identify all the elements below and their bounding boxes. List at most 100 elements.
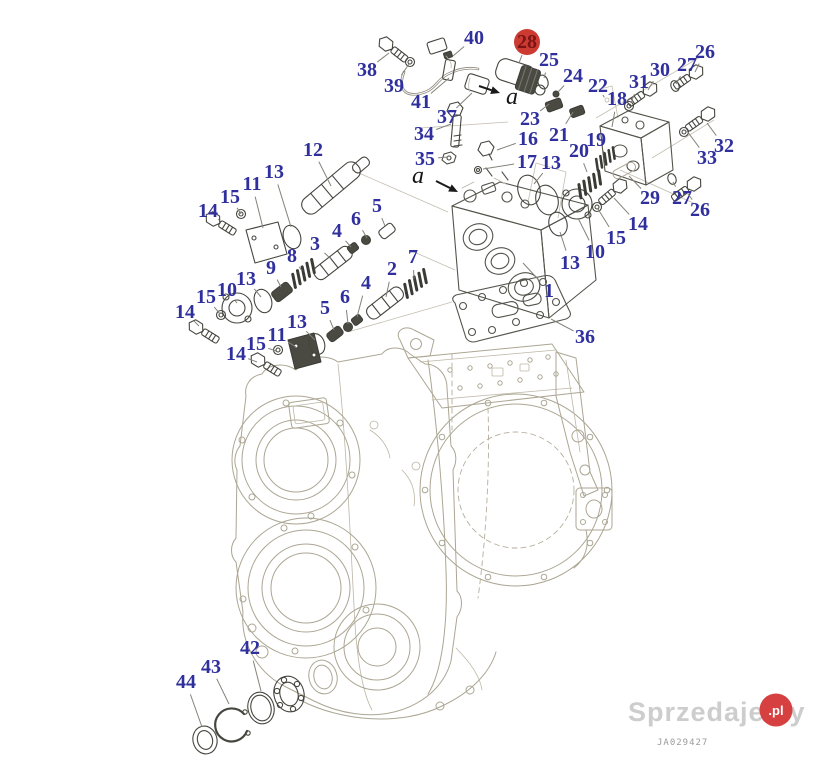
callout-27: 27 xyxy=(677,54,697,76)
callout-13: 13 xyxy=(541,152,561,174)
ball-bearing xyxy=(273,675,305,713)
callout-38: 38 xyxy=(357,59,377,81)
callout-4: 4 xyxy=(332,220,342,242)
callout-16: 16 xyxy=(518,128,538,150)
bolt-38 xyxy=(375,33,411,66)
callout-leader-line xyxy=(694,63,700,73)
callout-7: 7 xyxy=(408,246,418,268)
callout-leader-line xyxy=(247,358,258,363)
cover-plate-11-a xyxy=(245,221,288,264)
callout-leader-line xyxy=(672,181,677,187)
flange-10-right xyxy=(561,188,593,220)
cover-plate-11-c xyxy=(287,332,322,370)
spool-row-upper xyxy=(202,156,371,264)
plug-5-b xyxy=(326,325,344,343)
callout-9: 9 xyxy=(266,257,276,279)
callout-40: 40 xyxy=(464,27,484,49)
reference-arrow-line xyxy=(435,180,451,189)
reference-arrow-line xyxy=(478,85,492,92)
callout-leader-line xyxy=(686,130,700,148)
callout-leader-line xyxy=(577,217,590,241)
washer-15-right xyxy=(591,201,603,213)
callout-leader-line xyxy=(630,93,635,104)
bolt-34 xyxy=(446,101,464,148)
callout-leader-line xyxy=(539,103,550,112)
callout-leader-line xyxy=(583,162,588,173)
callout-15: 15 xyxy=(246,333,266,355)
callout-26: 26 xyxy=(695,41,715,63)
callout-leader-line xyxy=(298,266,303,272)
callout-leader-line xyxy=(287,341,297,348)
bolt-32 xyxy=(682,103,719,135)
callout-leader-line xyxy=(216,678,230,705)
fitting-21 xyxy=(569,104,586,119)
spacer-ring xyxy=(308,659,338,695)
callout-leader-line xyxy=(376,52,390,63)
reference-letter-a: a xyxy=(506,84,518,110)
callout-13: 13 xyxy=(287,311,307,333)
oring-13-b xyxy=(253,288,273,314)
valve-right-parts xyxy=(517,146,637,237)
callout-29: 29 xyxy=(640,187,660,209)
figure-code: JA029427 xyxy=(657,738,708,748)
callout-leader-line xyxy=(613,197,630,215)
callout-13: 13 xyxy=(560,252,580,274)
callout-28: 28 xyxy=(517,31,537,53)
spool-row-lower xyxy=(247,314,364,380)
callout-18: 18 xyxy=(607,88,627,110)
callout-44: 44 xyxy=(176,671,196,693)
control-valve-body-1 xyxy=(451,167,597,319)
construction-lines xyxy=(347,55,715,333)
callout-5: 5 xyxy=(372,195,382,217)
callout-leader-line xyxy=(706,122,717,136)
callout-leader-line xyxy=(385,281,390,298)
callout-leader-line xyxy=(236,207,242,215)
nut-35 xyxy=(441,151,457,165)
reference-letter-a: a xyxy=(412,163,424,189)
callout-27: 27 xyxy=(672,187,692,209)
callout-35: 35 xyxy=(415,148,435,170)
callout-leader-line xyxy=(550,318,574,332)
piece-4-a xyxy=(346,242,360,254)
solenoid-valve-28 xyxy=(495,58,546,96)
callout-leader-line xyxy=(252,660,262,692)
callout-leader-line xyxy=(611,111,616,128)
bearing-stack xyxy=(192,659,338,755)
plug-23 xyxy=(544,97,564,113)
valve-top-small-parts xyxy=(441,74,610,175)
valve-spool-12 xyxy=(301,156,371,215)
callout-10: 10 xyxy=(217,279,237,301)
pin-29 xyxy=(612,161,637,180)
callout-34: 34 xyxy=(414,123,434,145)
callout-12: 12 xyxy=(303,139,323,161)
callout-leader-line xyxy=(356,295,364,318)
callout-11: 11 xyxy=(268,324,287,346)
callout-leader-line xyxy=(345,309,349,325)
callout-39: 39 xyxy=(384,75,404,97)
callout-11: 11 xyxy=(243,173,262,195)
callout-leader-line xyxy=(533,172,544,185)
callout-3: 3 xyxy=(310,233,320,255)
callout-32: 32 xyxy=(714,135,734,157)
callout-leader-line xyxy=(381,217,386,227)
callout-leader-line xyxy=(522,262,541,282)
callout-8: 8 xyxy=(287,245,297,267)
watermark: Sprzedajemy .pl JA029427 xyxy=(628,693,805,748)
plug-5-a xyxy=(378,222,396,240)
callout-1: 1 xyxy=(544,280,554,302)
callout-14: 14 xyxy=(198,200,218,222)
callout-leader-line xyxy=(565,111,574,125)
callout-15: 15 xyxy=(606,227,626,249)
valve-body-18 xyxy=(599,110,674,186)
callout-14: 14 xyxy=(628,213,648,235)
callout-leader-line xyxy=(400,63,410,76)
ring-42 xyxy=(247,691,275,725)
callout-leader-line xyxy=(189,694,203,728)
washer-15-c xyxy=(272,344,284,356)
callout-13: 13 xyxy=(236,268,256,290)
bushing-37 xyxy=(464,73,490,95)
oring-25 xyxy=(537,74,549,90)
watermark-badge-circle xyxy=(759,693,793,727)
callout-37: 37 xyxy=(437,106,457,128)
